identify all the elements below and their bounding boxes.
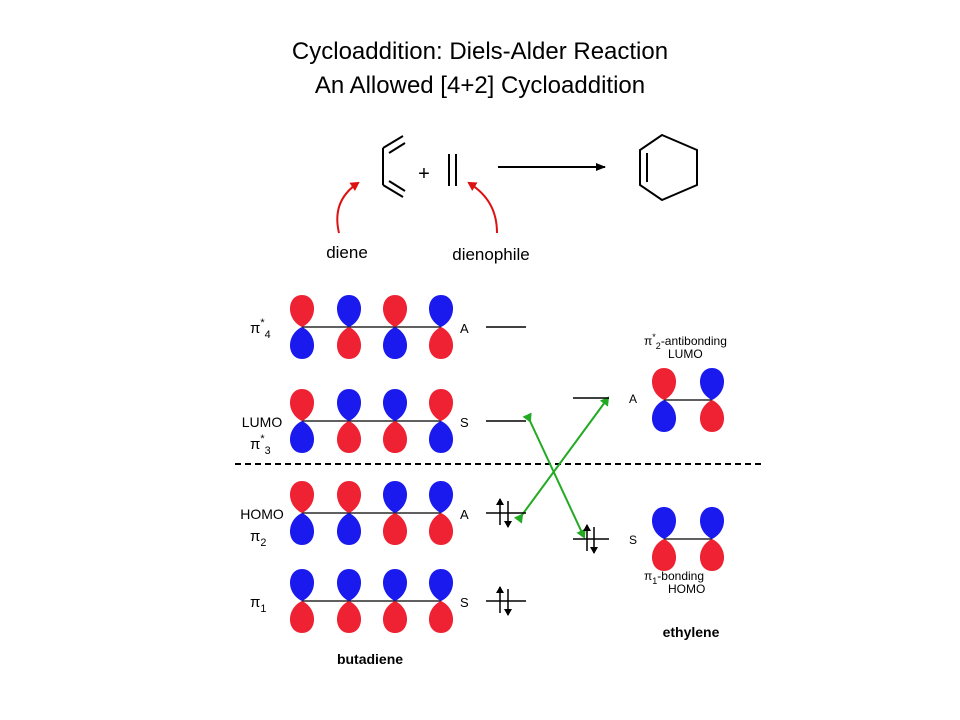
p-orbital bbox=[699, 507, 725, 571]
p-orbital bbox=[428, 569, 454, 633]
mo-label: π1 bbox=[250, 594, 266, 615]
electron-spin-arrow-icon bbox=[496, 498, 504, 525]
ethylene-structure-icon bbox=[448, 154, 457, 186]
butadiene-mo-4: π1 S bbox=[250, 569, 526, 633]
symmetry-label: A bbox=[629, 392, 637, 406]
diene-pointer-arrow bbox=[336, 181, 360, 234]
reaction-plus: + bbox=[418, 163, 430, 185]
frontier-label: HOMO bbox=[668, 582, 705, 596]
interaction-arrow-ethylene-homo-to-diene-lumo bbox=[522, 412, 586, 539]
p-orbital bbox=[289, 481, 315, 545]
dienophile-pointer-arrow bbox=[467, 181, 498, 234]
butadiene-structure-icon bbox=[382, 135, 406, 198]
p-orbital bbox=[428, 295, 454, 359]
ethylene-label: ethylene bbox=[663, 624, 720, 640]
p-orbital bbox=[336, 481, 362, 545]
page-subtitle: An Allowed [4+2] Cycloaddition bbox=[314, 72, 646, 99]
symmetry-label: S bbox=[460, 595, 469, 610]
frontier-label: HOMO bbox=[240, 506, 284, 522]
mo-label: π*3 bbox=[250, 433, 271, 457]
p-orbital bbox=[289, 389, 315, 453]
mo-label: π2 bbox=[250, 528, 266, 549]
butadiene-mo-1: π*4 A bbox=[250, 295, 526, 359]
electron-spin-arrow-icon bbox=[590, 527, 598, 554]
dienophile-label: dienophile bbox=[452, 245, 530, 264]
ethylene-mo-caption: π*2-antibonding bbox=[644, 332, 727, 351]
symmetry-label: S bbox=[460, 415, 469, 430]
electron-spin-arrow-icon bbox=[504, 589, 512, 616]
p-orbital bbox=[289, 569, 315, 633]
p-orbital bbox=[428, 481, 454, 545]
p-orbital bbox=[699, 368, 725, 432]
p-orbital bbox=[336, 389, 362, 453]
ethylene-mo-caption: π1-bonding bbox=[644, 569, 704, 586]
symmetry-label: A bbox=[460, 507, 469, 522]
p-orbital bbox=[336, 569, 362, 633]
electron-spin-arrow-icon bbox=[504, 501, 512, 528]
p-orbital bbox=[651, 368, 677, 432]
p-orbital bbox=[651, 507, 677, 571]
p-orbital bbox=[336, 295, 362, 359]
p-orbital bbox=[382, 569, 408, 633]
page-title: Cycloaddition: Diels-Alder Reaction bbox=[291, 38, 669, 65]
frontier-label: LUMO bbox=[668, 347, 703, 361]
mo-label: π*4 bbox=[250, 317, 271, 341]
frontier-label: LUMO bbox=[242, 414, 283, 430]
butadiene-mo-2: LUMO π*3 S bbox=[242, 389, 526, 457]
p-orbital bbox=[382, 389, 408, 453]
cyclohexene-structure-icon bbox=[639, 133, 698, 202]
electron-spin-arrow-icon bbox=[583, 524, 591, 551]
p-orbital bbox=[428, 389, 454, 453]
p-orbital bbox=[289, 295, 315, 359]
butadiene-label: butadiene bbox=[337, 651, 403, 667]
p-orbital bbox=[382, 295, 408, 359]
symmetry-label: A bbox=[460, 321, 469, 336]
symmetry-label: S bbox=[629, 533, 637, 547]
p-orbital bbox=[382, 481, 408, 545]
electron-spin-arrow-icon bbox=[496, 586, 504, 613]
butadiene-mo-3: HOMO π2 A bbox=[240, 481, 526, 549]
diene-label: diene bbox=[326, 243, 368, 262]
